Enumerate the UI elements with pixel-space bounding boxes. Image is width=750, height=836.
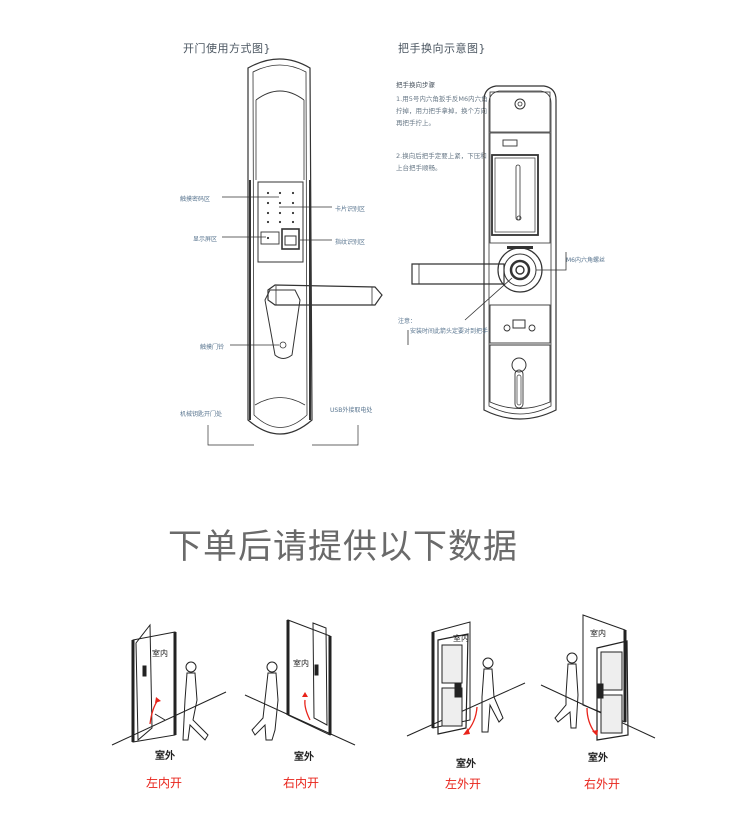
label-screw: M6内六角螺丝 <box>566 257 605 264</box>
arrow-right-inward <box>304 699 311 721</box>
label-mechanical-key: 机械钥匙开门处 <box>180 411 223 418</box>
door3-type-label: 左外开 <box>445 777 482 791</box>
step-1: 1.用5号内六角扳手反M6内六角拧掉，用力把手拿掉，换个方向再把手拧上。 <box>396 95 488 127</box>
back-plate-outline <box>483 85 557 420</box>
label-usb-power: USB外接取电处 <box>330 407 373 414</box>
door-left-inward <box>111 623 227 746</box>
door-right-inward <box>244 619 356 746</box>
door4-outside-label: 室外 <box>588 753 608 764</box>
display-window <box>260 231 280 245</box>
step-2: 2.换向后把手定要上紧，下压和上台把手顺畅。 <box>396 152 487 172</box>
reversal-diagram-title: 把手换向示意图} <box>398 42 486 55</box>
battery-compartment <box>491 154 539 236</box>
order-data-heading: 下单后请提供以下数据 <box>168 527 518 567</box>
label-display: 显示屏区 <box>193 236 218 243</box>
keyhole <box>511 357 527 373</box>
keypad-panel <box>257 181 304 263</box>
door3-inside-label: 室内 <box>453 634 469 643</box>
door1-type-label: 左内开 <box>146 776 183 790</box>
door-left-outward <box>406 621 526 737</box>
door4-inside-label: 室内 <box>590 629 606 638</box>
door2-outside-label: 室外 <box>294 752 314 763</box>
door2-type-label: 右内开 <box>283 776 320 790</box>
door1-inside-label: 室内 <box>152 649 168 658</box>
label-doorbell: 触摸门铃 <box>200 344 225 351</box>
door-right-outward <box>540 614 656 741</box>
handle-base <box>264 289 301 359</box>
top-screw <box>514 98 526 110</box>
handle-lever <box>267 284 383 306</box>
door3-outside-label: 室外 <box>456 759 476 770</box>
label-card-reader: 卡片识别区 <box>335 206 366 213</box>
door2-inside-label: 室内 <box>293 659 309 668</box>
arrow-right-outward <box>586 707 596 734</box>
steps-title: 把手换向步骤 <box>396 81 435 89</box>
note-title: 注意： <box>398 318 417 325</box>
label-touch-password: 触摸密码区 <box>180 196 211 203</box>
lock-body-outline <box>247 58 313 435</box>
note-text: 安装时间此箭头定要对到把手 <box>410 328 489 335</box>
door4-type-label: 右外开 <box>584 777 621 791</box>
label-fingerprint: 指纹识别区 <box>335 239 366 246</box>
door1-outside-label: 室外 <box>155 751 175 762</box>
back-handle-lever <box>411 263 505 285</box>
fingerprint-sensor <box>281 228 300 250</box>
usage-diagram-title: 开门使用方式图} <box>183 42 271 55</box>
doorbell-button <box>279 341 287 349</box>
